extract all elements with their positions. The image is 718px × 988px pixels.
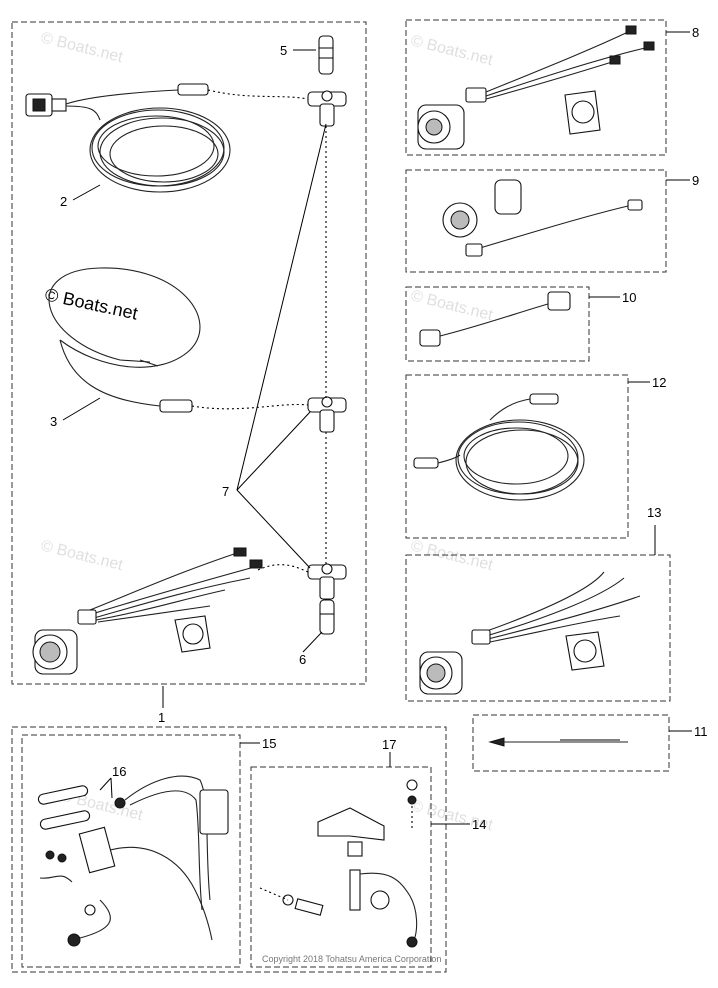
kit-13-box [405, 554, 671, 702]
callout-5: 5 [280, 43, 287, 58]
callout-12: 12 [652, 375, 666, 390]
gauge-harness-kit-1 [32, 547, 263, 675]
kit-1-box [11, 21, 367, 685]
t-connector [307, 90, 347, 127]
part-2-backbone-cable [25, 83, 231, 193]
watermark: © Boats.net [39, 537, 125, 574]
kit-9-box [405, 169, 667, 273]
kit-8-box [405, 19, 667, 156]
callout-8: 8 [692, 25, 699, 40]
t-connector [307, 563, 347, 600]
part-5-terminator [318, 35, 334, 75]
callouts: 5 2 3 7 6 1 8 9 10 12 13 11 15 16 17 14 [50, 25, 708, 832]
leader-lines [62, 31, 692, 825]
part-17-bracket-kit [259, 779, 418, 948]
part-11-sensor [488, 737, 628, 747]
callout-17: 17 [382, 737, 396, 752]
callout-9: 9 [692, 173, 699, 188]
callout-7: 7 [222, 484, 229, 499]
kit-12-box [405, 374, 629, 539]
kit-15-box [21, 734, 241, 968]
copyright-text: Copyright 2018 Tohatsu America Corporati… [262, 954, 441, 964]
dotted-connection [257, 564, 309, 573]
part-3-drop-cable [48, 267, 201, 413]
callout-10: 10 [622, 290, 636, 305]
callout-16: 16 [112, 764, 126, 779]
callout-13: 13 [647, 505, 661, 520]
part-10-adapter-cable [419, 291, 571, 347]
watermark: © Boats.net [409, 537, 495, 574]
part-15-harness-kit [37, 775, 229, 947]
part-6-terminator [319, 599, 335, 635]
watermarks: © Boats.net © Boats.net © Boats.net © Bo… [39, 29, 495, 834]
dotted-connection [207, 89, 309, 100]
t-connector [307, 396, 347, 433]
part-12-extension-cable [413, 393, 585, 501]
part-13-gauge-kit [419, 571, 641, 695]
watermark-foreground: © Boats.net [43, 284, 139, 323]
callout-6: 6 [299, 652, 306, 667]
kit-outer-box [11, 726, 447, 973]
watermark: © Boats.net [409, 287, 495, 324]
watermark: © Boats.net [409, 32, 495, 69]
part-8-gauge-kit [417, 25, 655, 150]
part-9-gauge-kit [442, 179, 643, 257]
watermark: © Boats.net [39, 29, 125, 66]
callout-2: 2 [60, 194, 67, 209]
part-7-t-connectors [307, 90, 347, 600]
callout-1: 1 [158, 710, 165, 725]
callout-11: 11 [694, 724, 708, 739]
callout-14: 14 [472, 817, 486, 832]
callout-3: 3 [50, 414, 57, 429]
callout-15: 15 [262, 736, 276, 751]
dotted-connection [191, 403, 309, 410]
kit-10-box [405, 286, 590, 362]
kit-17-box [250, 766, 432, 968]
